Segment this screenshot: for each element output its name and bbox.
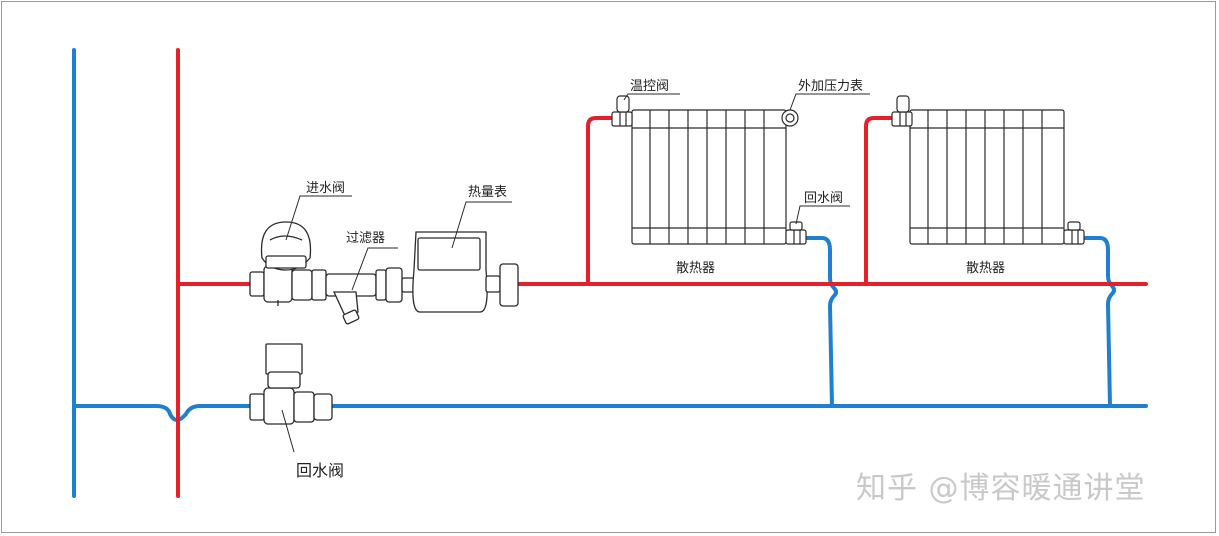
watermark: 知乎 @博容暖通讲堂 — [856, 471, 1146, 506]
label-return-valve-radiator: 回水阀 — [804, 191, 843, 206]
pressure-gauge — [781, 109, 799, 127]
label-return-valve-main: 回水阀 — [296, 461, 344, 480]
label-filter: 过滤器 — [346, 231, 385, 246]
label-heat-meter: 热量表 — [468, 185, 507, 200]
return-valve-radiator-1 — [785, 221, 807, 245]
radiator-2-supply-pipe — [864, 116, 896, 286]
thermostatic-valve-1 — [611, 95, 633, 127]
leader-return-valve-main — [281, 409, 295, 453]
thermostatic-valve-2 — [891, 95, 913, 127]
label-pressure-gauge: 外加压力表 — [798, 79, 863, 94]
return-main — [72, 404, 1148, 422]
leader-inlet-valve — [285, 195, 352, 241]
filter — [311, 267, 403, 325]
radiator-1-supply-pipe — [586, 116, 616, 286]
label-radiator-2: 散热器 — [966, 261, 1005, 276]
radiator-1-columns — [649, 110, 765, 244]
leader-thermostatic-valve — [623, 93, 680, 101]
supply-piping — [176, 48, 1148, 498]
radiator-2-columns — [927, 110, 1043, 244]
radiator-2 — [909, 109, 1065, 245]
leader-pressure-gauge — [789, 93, 870, 111]
radiator-1-return-pipe — [804, 236, 838, 408]
return-valve-main — [249, 343, 333, 425]
inlet-valve — [249, 221, 313, 306]
radiator-2-return-pipe — [1080, 236, 1116, 408]
return-valve-radiator-2 — [1063, 221, 1085, 245]
leader-filter — [351, 247, 398, 291]
radiator-1 — [631, 109, 787, 245]
leader-lines — [281, 93, 870, 453]
heat-meter — [401, 231, 519, 313]
label-thermostatic-valve: 温控阀 — [630, 79, 669, 94]
label-inlet-valve: 进水阀 — [306, 181, 345, 196]
leader-return-valve-radiator — [795, 205, 850, 225]
leader-heat-meter — [451, 201, 512, 249]
label-radiator-1: 散热器 — [676, 261, 715, 276]
